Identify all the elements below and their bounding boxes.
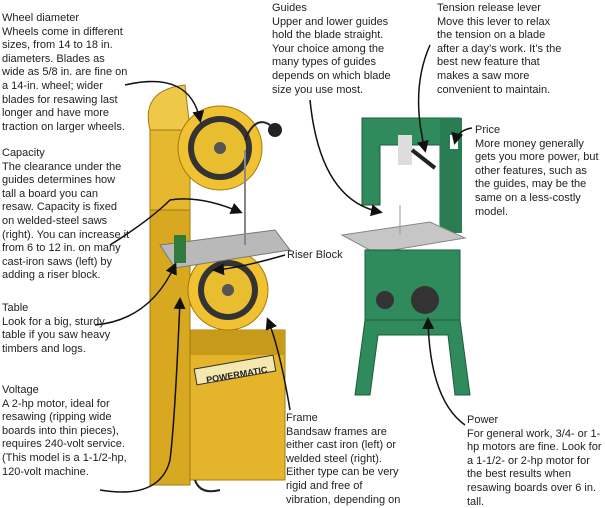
annotation-power: Power For general work, 3/4- or 1-hp mot… xyxy=(467,414,603,508)
annotation-tension-release-lever: Tension release lever Move this lever to… xyxy=(437,2,565,97)
annotation-body: The clearance under the guides determine… xyxy=(2,160,130,282)
annotation-body: For general work, 3/4- or 1-hp motors ar… xyxy=(467,427,602,508)
annotation-title: Guides xyxy=(272,2,307,14)
annotation-riser-block: Riser Block xyxy=(287,249,343,263)
annotation-frame: Frame Bandsaw frames are either cast iro… xyxy=(286,412,406,508)
annotation-body: Move this lever to relax the tension on … xyxy=(437,15,562,96)
annotation-body: Upper and lower guides hold the blade st… xyxy=(272,15,391,96)
annotation-body: Wheels come in different sizes, from 14 … xyxy=(2,25,128,133)
annotation-guides: Guides Upper and lower guides hold the b… xyxy=(272,2,392,97)
annotation-title: Wheel diameter xyxy=(2,12,80,24)
annotation-title: Power xyxy=(467,414,499,426)
annotation-title: Capacity xyxy=(2,147,45,159)
annotation-title: Table xyxy=(2,302,29,314)
green-bandsaw xyxy=(340,117,471,396)
annotation-price: Price More money generally gets you more… xyxy=(475,124,605,219)
annotation-body: More money generally gets you more power… xyxy=(475,137,599,218)
annotation-title: Price xyxy=(475,124,501,136)
annotation-wheel-diameter: Wheel diameter Wheels come in different … xyxy=(2,12,130,134)
annotation-body: Bandsaw frames are either cast iron (lef… xyxy=(286,425,401,508)
annotation-table: Table Look for a big, sturdy table if yo… xyxy=(2,302,127,356)
annotation-body: Look for a big, sturdy table if you saw … xyxy=(2,315,111,355)
yellow-bandsaw: POWERMATIC xyxy=(147,84,291,493)
annotation-voltage: Voltage A 2-hp motor, ideal for resawing… xyxy=(2,384,127,479)
annotation-title: Riser Block xyxy=(287,249,343,261)
annotation-capacity: Capacity The clearance under the guides … xyxy=(2,147,130,283)
annotation-body: A 2-hp motor, ideal for resawing (rippin… xyxy=(2,397,127,478)
annotation-title: Voltage xyxy=(2,384,39,396)
annotation-title: Tension release lever xyxy=(437,2,541,14)
leader-arrows xyxy=(94,44,473,493)
annotation-title: Frame xyxy=(286,412,318,424)
